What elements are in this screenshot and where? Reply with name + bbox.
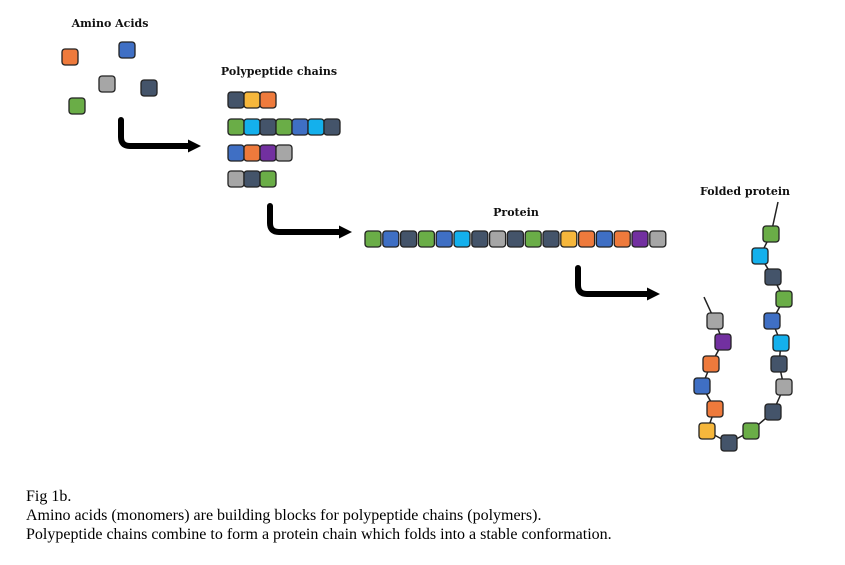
folded-protein — [693, 201, 793, 452]
chain-residue — [259, 144, 277, 162]
chain-residue — [227, 91, 245, 109]
chain-residue — [259, 91, 277, 109]
protein-label: Protein — [493, 206, 539, 219]
folded-protein-label: Folded protein — [700, 185, 790, 198]
folded-residue — [762, 225, 780, 243]
folded-residue — [775, 290, 793, 308]
folded-residue — [706, 400, 724, 418]
arrow-to-folded-protein — [575, 265, 660, 301]
folded-residue — [702, 355, 720, 373]
folded-residue — [693, 377, 711, 395]
caption-line-2: Polypeptide chains combine to form a pro… — [26, 526, 612, 543]
folded-residue — [720, 434, 738, 452]
folded-residue — [764, 403, 782, 421]
folded-residue — [772, 334, 790, 352]
chain-residue — [243, 91, 261, 109]
chain-residue — [227, 118, 245, 136]
folded-residue — [775, 378, 793, 396]
caption-title: Fig 1b. — [26, 488, 72, 505]
protein-residue — [542, 230, 560, 248]
protein-residue — [613, 230, 631, 248]
protein-residue — [417, 230, 436, 248]
figure-caption: Fig 1b. Amino acids (monomers) are build… — [26, 487, 612, 544]
chain-residue — [259, 118, 277, 136]
amino-acid-block — [118, 41, 136, 59]
amino-acid-block — [61, 48, 79, 66]
amino-acid-block — [68, 97, 86, 115]
arrow-to-polypeptides — [118, 117, 201, 153]
arrows — [118, 117, 660, 301]
protein-residue — [649, 230, 667, 248]
arrow-to-protein — [267, 203, 352, 239]
protein-residue — [399, 230, 418, 248]
folded-residue — [742, 422, 760, 440]
chain-residue — [291, 118, 309, 136]
chain-residue — [227, 144, 245, 162]
protein-residue — [453, 230, 471, 248]
chain-residue — [243, 170, 261, 188]
folded-residue — [751, 247, 769, 265]
folded-residue — [698, 422, 716, 440]
chain-residue — [259, 170, 277, 188]
folded-residue — [706, 312, 724, 330]
amino-acid-block — [140, 79, 158, 97]
chain-residue — [243, 118, 261, 136]
chain-residue — [323, 118, 341, 136]
protein-residue — [435, 230, 453, 248]
folded-residue — [763, 312, 781, 330]
free-amino-acids — [61, 41, 158, 115]
chain-residue — [227, 170, 245, 188]
caption-line-1: Amino acids (monomers) are building bloc… — [26, 507, 542, 524]
protein-residue — [560, 230, 578, 248]
amino-acid-block — [98, 75, 116, 93]
chain-residue — [243, 144, 261, 162]
protein-residue — [488, 230, 507, 248]
protein-residue — [382, 230, 400, 248]
protein-residue — [364, 230, 382, 248]
folded-residue — [770, 355, 788, 373]
folded-residue — [714, 333, 732, 351]
chain-residue — [307, 118, 325, 136]
protein-residue — [506, 230, 525, 248]
protein-residue — [471, 230, 489, 248]
protein-residue — [631, 230, 649, 248]
polypeptide-chains — [227, 91, 341, 188]
chain-residue — [275, 144, 293, 162]
chain-residue — [275, 118, 293, 136]
amino-acids-label: Amino Acids — [71, 17, 149, 30]
polypeptide-chains-label: Polypeptide chains — [221, 65, 337, 78]
protein-chain — [364, 230, 667, 248]
protein-residue — [524, 230, 542, 248]
folded-residue — [764, 268, 782, 286]
protein-residue — [577, 230, 596, 248]
protein-residue — [595, 230, 614, 248]
